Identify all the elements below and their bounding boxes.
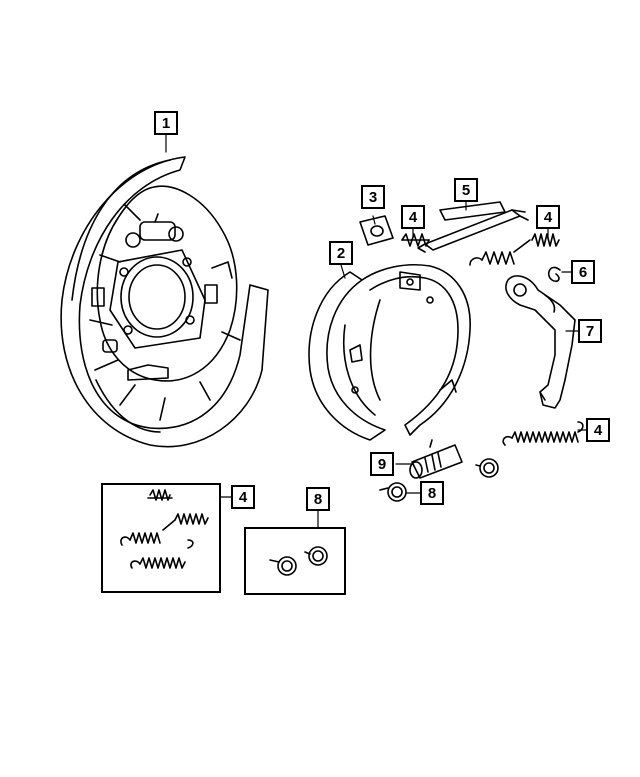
dust-shield-drawing bbox=[60, 156, 269, 448]
spring-long-drawing bbox=[502, 421, 584, 446]
callout-6: 6 bbox=[571, 260, 595, 284]
callout-7: 7 bbox=[578, 319, 602, 343]
retainer-cup-left-drawing bbox=[379, 482, 407, 502]
callout-9: 9 bbox=[370, 452, 394, 476]
retainer-clip-drawing bbox=[359, 215, 394, 246]
callout-4-spring-right: 4 bbox=[536, 205, 560, 229]
retainer-kit-contents bbox=[269, 546, 328, 576]
retainer-kit-box bbox=[244, 527, 346, 595]
callout-8-retainer-kit: 8 bbox=[306, 487, 330, 511]
backing-plate-drawing bbox=[91, 185, 238, 382]
callout-4-long-spring: 4 bbox=[586, 418, 610, 442]
spring-kit-box bbox=[101, 483, 221, 593]
callout-8-retainer: 8 bbox=[420, 481, 444, 505]
lever-drawing bbox=[505, 275, 576, 409]
spring-kit-contents bbox=[120, 489, 209, 569]
retainer-cup-right-drawing bbox=[475, 458, 499, 478]
callout-4-small-spring: 4 bbox=[401, 205, 425, 229]
leader-lines bbox=[165, 134, 587, 528]
brake-shoe-drawing bbox=[308, 263, 471, 441]
adjuster-drawing bbox=[409, 439, 463, 479]
strut-bar-drawing bbox=[417, 201, 529, 253]
callout-1: 1 bbox=[154, 111, 178, 135]
callout-4-spring-kit: 4 bbox=[231, 485, 255, 509]
clip-drawing bbox=[548, 266, 561, 283]
callout-2: 2 bbox=[329, 241, 353, 265]
callout-3: 3 bbox=[361, 185, 385, 209]
spring-right-drawing bbox=[469, 233, 560, 266]
callout-5: 5 bbox=[454, 178, 478, 202]
